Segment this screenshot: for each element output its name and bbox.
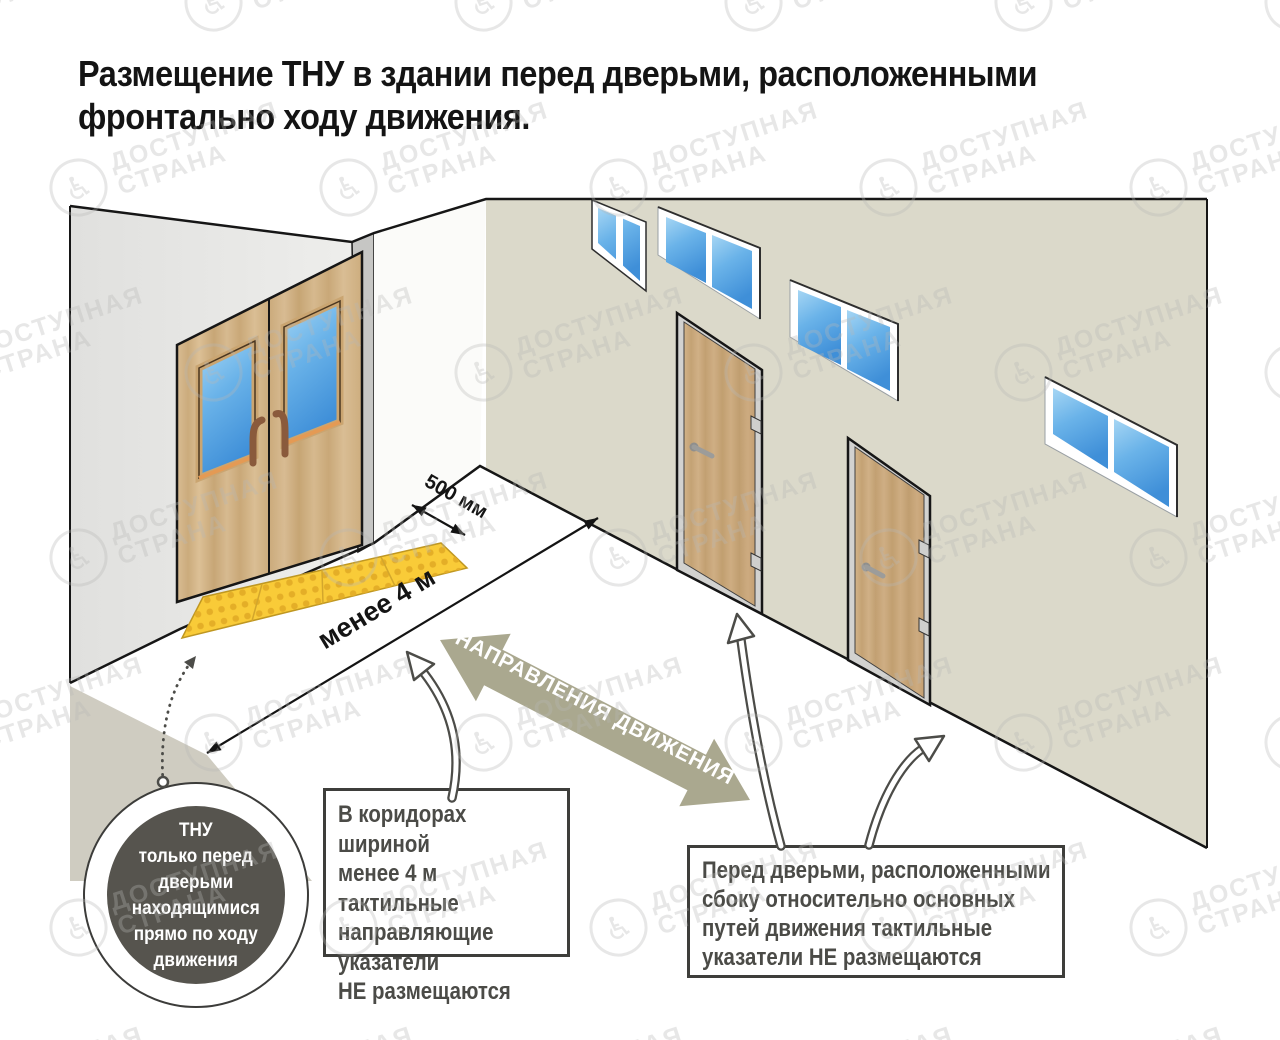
page-title: Размещение ТНУ в здании перед дверьми, р… — [78, 53, 1038, 137]
note-box-1: В коридорах шириной менее 4 м тактильные… — [323, 788, 570, 1005]
strip-width-dimension-line — [411, 504, 466, 536]
double-doors — [175, 249, 364, 604]
side-door-1 — [675, 310, 764, 617]
circle-note — [83, 782, 309, 1008]
corridor-width-dimension-line — [206, 517, 599, 754]
side-window-3 — [1044, 376, 1178, 518]
note-box-2: Перед дверьми, расположенными сбоку отно… — [687, 845, 1065, 978]
side-window-partial — [591, 198, 647, 293]
door-window-right — [280, 295, 344, 450]
side-wall — [486, 199, 1207, 848]
door-hinge — [918, 617, 930, 637]
end-wall-right-face — [374, 199, 486, 543]
door-hinge — [918, 539, 930, 559]
door-hinge — [750, 415, 762, 435]
door-handle-right — [272, 410, 289, 458]
side-window-1 — [657, 206, 761, 320]
circle-note-text: ТНУ только перед дверьми находящимися пр… — [131, 819, 261, 971]
direction-arrow: НАПРАВЛЕНИЯ ДВИЖЕНИЯ — [440, 627, 750, 807]
wall-top-edge — [69, 197, 1207, 244]
direction-arrow-label: НАПРАВЛЕНИЯ ДВИЖЕНИЯ — [452, 627, 739, 790]
door-window-left — [195, 335, 259, 484]
side-window-2 — [789, 279, 899, 402]
side-door-2 — [846, 435, 932, 708]
door-handle-left — [249, 416, 266, 467]
door-hinge — [750, 552, 762, 572]
